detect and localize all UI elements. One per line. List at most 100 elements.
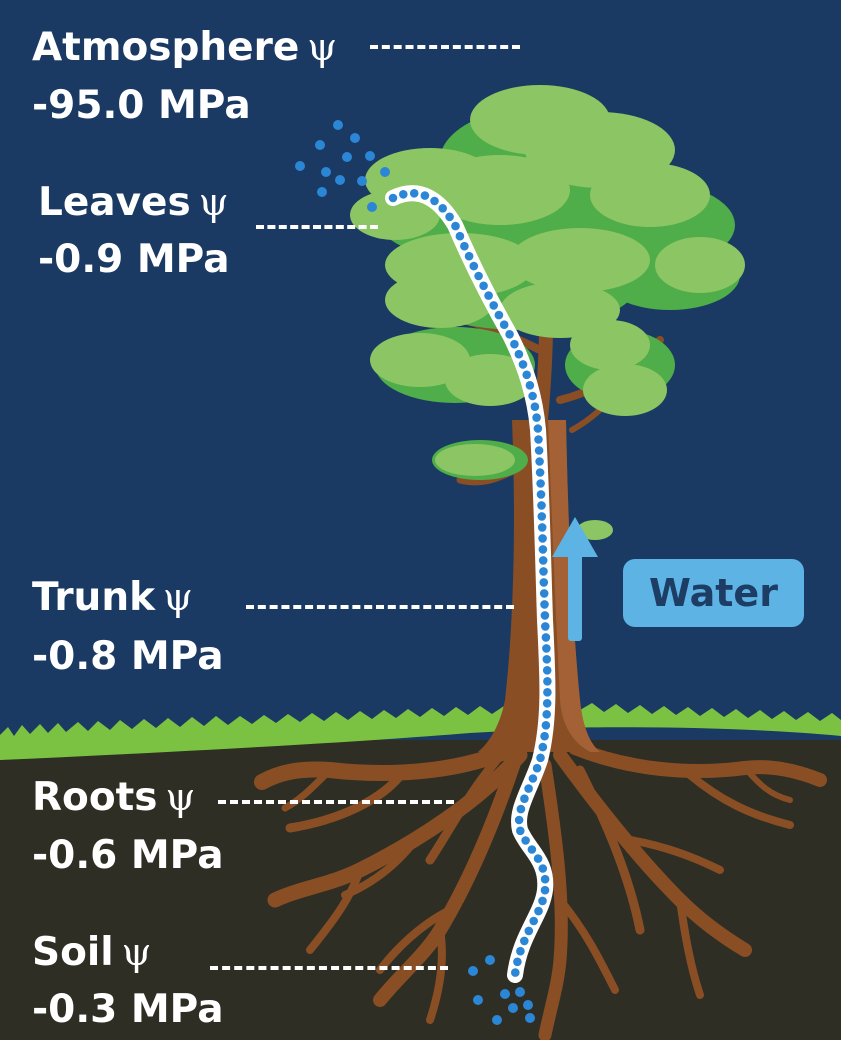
water-dot-chain [388, 189, 552, 977]
water-dot [529, 916, 538, 926]
water-dot [540, 885, 550, 895]
leaves-value: -0.9 MPa [38, 237, 230, 282]
water-dot [514, 349, 524, 359]
water-dot [494, 310, 504, 320]
water-dot [540, 611, 550, 620]
water-dot [388, 193, 398, 203]
water-dot-cluster-atmosphere [295, 120, 390, 212]
leaves-name: Leaves [38, 180, 191, 225]
water-dot [489, 301, 499, 310]
trunk-psi-symbol: ψ [163, 575, 193, 619]
water-dot [520, 794, 529, 803]
water-dot [524, 784, 533, 793]
water-dot-cluster-soil [468, 955, 535, 1025]
water-dot [445, 212, 454, 222]
water-dot [543, 688, 552, 697]
water-label: Water [649, 571, 778, 615]
water-dot [542, 710, 551, 719]
water-flow-up-arrow [552, 517, 598, 641]
water-dot [451, 221, 460, 231]
trunk-name: Trunk [32, 575, 156, 620]
trunk-dashed-line [246, 605, 514, 609]
soil-dashed-line [210, 966, 448, 970]
water-dot [538, 742, 548, 752]
water-dot [538, 556, 548, 565]
water-dot [499, 320, 509, 330]
water-dot [438, 204, 448, 213]
water-dot [460, 241, 469, 251]
trunk-value: -0.8 MPa [32, 634, 224, 679]
water-dot [525, 381, 535, 390]
water-dot [538, 545, 548, 554]
soil-value: -0.3 MPa [32, 987, 224, 1032]
water-dot [533, 424, 543, 433]
water-dot [534, 906, 543, 916]
water-dot [484, 291, 493, 300]
water-dot [538, 864, 548, 873]
water-dot [539, 578, 549, 587]
water-dot [543, 677, 552, 686]
roots-psi-symbol: ψ [165, 775, 196, 819]
water-dot [399, 190, 408, 199]
water-dot [420, 191, 430, 200]
water-dot [542, 699, 552, 708]
water-dot [534, 435, 543, 444]
water-dot [540, 600, 549, 609]
water-dot [532, 413, 541, 422]
soil-name: Soil [32, 930, 114, 975]
water-dot [430, 196, 439, 206]
water-dot [536, 490, 546, 499]
water-dot [409, 189, 419, 198]
water-dot [536, 753, 545, 763]
water-badge: Water [623, 559, 804, 627]
water-dot [534, 446, 544, 455]
water-dot [538, 534, 547, 543]
water-dot [535, 468, 545, 477]
water-dot [535, 457, 544, 466]
water-dot [524, 926, 534, 936]
water-dot [520, 936, 529, 946]
water-dot [455, 231, 465, 241]
water-dot [542, 644, 551, 653]
water-dot [513, 957, 522, 967]
water-dot [518, 360, 528, 369]
water-dot [542, 655, 552, 664]
water-dot [532, 763, 542, 773]
water-dot [539, 567, 548, 576]
leaves-psi-symbol: ψ [198, 180, 229, 224]
water-dot [541, 633, 551, 642]
atmosphere-dashed-line [370, 45, 520, 49]
roots-name: Roots [32, 775, 158, 820]
grass-strip [0, 703, 841, 760]
water-dot [537, 512, 547, 521]
water-dot [541, 622, 550, 631]
atmosphere-name: Atmosphere [32, 25, 300, 70]
water-dot [516, 804, 526, 814]
tree-roots [254, 737, 827, 1040]
water-dot [528, 774, 538, 783]
roots-dashed-line [218, 800, 454, 804]
water-dot [522, 370, 531, 380]
water-dot [505, 330, 514, 339]
water-dot [469, 261, 479, 271]
water-dot [539, 589, 549, 598]
water-dot [474, 271, 483, 281]
water-dot [536, 479, 545, 488]
water-dot [516, 826, 525, 836]
atmosphere-psi-symbol: ψ [307, 25, 338, 69]
water-dot [533, 854, 543, 863]
water-dot [510, 339, 519, 349]
water-dot [542, 666, 552, 675]
water-dot [511, 968, 520, 977]
water-dot [540, 874, 550, 884]
atmosphere-value: -95.0 MPa [32, 83, 251, 128]
leaves-dashed-line [256, 225, 378, 229]
water-dot [541, 721, 551, 730]
water-dot [479, 281, 488, 291]
soil-psi-symbol: ψ [121, 930, 152, 974]
